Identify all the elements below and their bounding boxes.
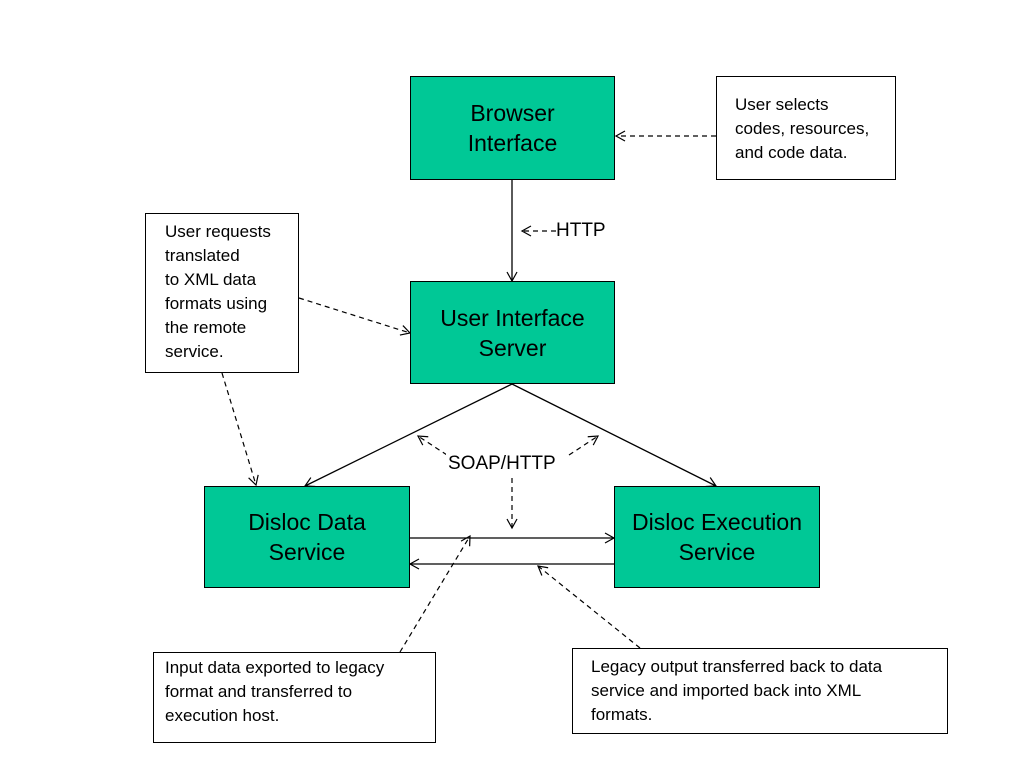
soap-pointer-right	[568, 435, 600, 456]
browser-node-line2: Interface	[467, 130, 558, 156]
exec-service-node-line2: Service	[678, 539, 756, 565]
exec-service-node-line1: Disloc Execution	[631, 509, 803, 535]
data-service-node-line2: Service	[268, 539, 346, 565]
server-to-data-line	[303, 383, 513, 488]
user-selects-note: User selects codes, resources, and code …	[716, 76, 896, 180]
ui-server-node-line1: User Interface	[440, 304, 585, 331]
user-requests-pointer-ui	[298, 297, 412, 336]
browser-node-line1: Browser	[470, 100, 555, 126]
server-to-exec-line	[511, 383, 718, 488]
http-label: HTTP	[556, 220, 606, 242]
user-requests-note: User requests translated to XML data for…	[145, 213, 299, 373]
legacy-output-note: Legacy output transferred back to data s…	[572, 648, 948, 734]
input-exported-pointer	[399, 534, 471, 653]
ui-server-node-line2: Server	[478, 334, 547, 361]
user-requests-pointer-data	[221, 372, 259, 487]
soap-pointer-left	[416, 435, 448, 456]
input-exported-note: Input data exported to legacy format and…	[153, 652, 436, 743]
data-service-node-line1: Disloc Data	[248, 509, 366, 535]
soap-http-label: SOAP/HTTP	[446, 453, 558, 475]
legacy-output-pointer	[537, 565, 641, 649]
